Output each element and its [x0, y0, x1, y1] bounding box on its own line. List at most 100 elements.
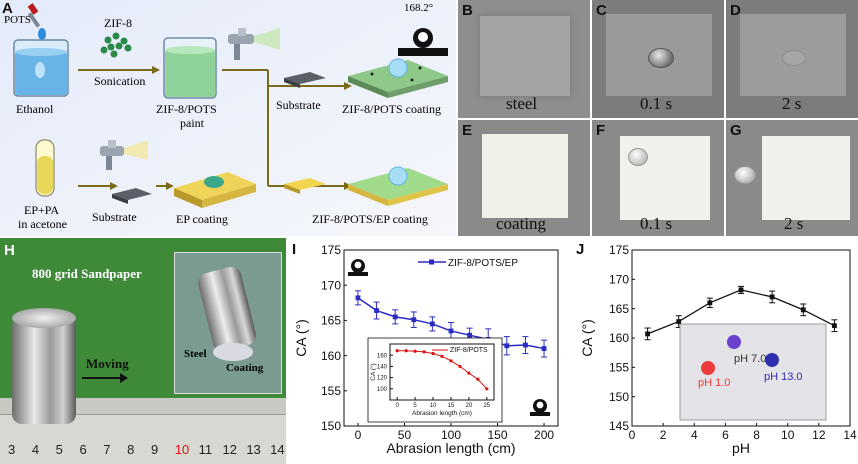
ruler-tick-13: 13 [246, 442, 261, 457]
photo-e-caption: coating [496, 214, 547, 233]
photo-e-label: E [462, 122, 473, 139]
panel-i-label: I [292, 241, 296, 258]
paint-beaker [163, 37, 217, 99]
droplet-ph1 [701, 361, 715, 375]
chart-i-inset-ytick-label-100: 100 [377, 387, 388, 393]
photo-d: D 2 s [726, 0, 858, 118]
chart-i-inset-legend-label: ZIF-8/POTS [450, 347, 488, 354]
chart-j-xtick-label-14: 14 [843, 428, 857, 442]
chart-i-xtick-label-200: 200 [534, 428, 554, 442]
spray-gun-icon-2 [100, 140, 148, 170]
zif8-pots-coating-block [348, 58, 448, 98]
photo-f-label: F [596, 122, 606, 139]
chart-i-inset-xtick-label-20: 20 [466, 403, 473, 409]
ep-pa-tube [35, 139, 55, 197]
droplet-ph7 [727, 335, 741, 349]
chart-i-inset-xtick-label-5: 5 [413, 403, 417, 409]
chart-i-inset-xtick-label-0: 0 [396, 403, 400, 409]
ruler-tick-8: 8 [127, 442, 135, 457]
chart-i-droplet-base-0 [348, 272, 368, 276]
chart-i-inset-point-0 [395, 349, 399, 353]
chart-i-inset-point-9 [476, 377, 480, 381]
chart-j-ytick-label-160: 160 [609, 331, 629, 345]
chart-i-droplet-highlight-1 [536, 401, 544, 409]
chart-i-ytick-label-165: 165 [321, 314, 341, 328]
chart-i-point-6 [467, 332, 473, 338]
chart-i-inset-frame [389, 343, 495, 401]
inset-steel-label: Steel [184, 348, 207, 360]
chart-i-inset-point-4 [431, 351, 435, 356]
chart-i-point-0 [355, 295, 361, 301]
chart-j-ytick-label-165: 165 [609, 302, 629, 316]
chart-j-xtick-label-6: 6 [722, 428, 729, 442]
ruler-tick-12: 12 [222, 442, 237, 457]
dropper-icon [27, 3, 46, 40]
ruler-tick-11: 11 [198, 442, 213, 457]
ethanol-beaker [13, 39, 69, 97]
chart-j-xlabel: pH [732, 440, 750, 456]
chart-i-ytick-label-175: 175 [321, 243, 341, 257]
chart-i-droplet-highlight-0 [354, 261, 362, 269]
chart-i-point-2 [392, 314, 398, 320]
photo-f: F 0.1 s [592, 120, 724, 236]
chart-i-inset-point-7 [458, 364, 462, 368]
chart-j-inset-label-ph1: pH 1.0 [698, 377, 730, 389]
ruler-tick-5: 5 [55, 442, 63, 457]
chart-j-ytick-label-150: 150 [609, 390, 629, 404]
ruler-tick-3: 3 [8, 442, 16, 457]
droplet-contact-angle-icon [398, 28, 448, 56]
chart-j-xtick-label-12: 12 [812, 428, 826, 442]
water-droplet [648, 48, 674, 68]
chart-i-inset-xtick-label-10: 10 [430, 403, 437, 409]
chart-j-xtick-label-0: 0 [629, 428, 636, 442]
chart-i-inset-ylabel: CA (°) [369, 363, 377, 380]
chart-i-inset-point-3 [422, 350, 426, 354]
chart-i-ytick-label-160: 160 [321, 349, 341, 363]
chart-j-ytick-label-155: 155 [609, 361, 629, 375]
ep-pa-label-2: in acetone [18, 217, 67, 231]
sandpaper-title: 800 grid Sandpaper [32, 266, 142, 281]
contact-angle-value: 168.2° [404, 2, 434, 14]
chart-i-point-1 [374, 308, 379, 313]
inset-coating-label: Coating [226, 362, 264, 374]
water-droplet-3 [628, 148, 648, 166]
panel-a-svg [0, 0, 456, 236]
chart-j-xtick-label-8: 8 [753, 428, 760, 442]
photo-e: E coating [458, 120, 590, 236]
chart-i-point-5 [448, 328, 454, 334]
chart-j-ytick-label-175: 175 [609, 243, 629, 257]
photo-f-caption: 0.1 s [640, 214, 673, 233]
chart-i-point-3 [411, 317, 417, 323]
chart-j-point-2 [707, 300, 713, 306]
chart-j-inset-photo [679, 323, 827, 421]
chart-j-xtick-label-10: 10 [781, 428, 795, 442]
chart-i-inset-xlabel: Abrasion length (cm) [412, 410, 472, 417]
ethanol-label: Ethanol [16, 102, 54, 116]
chart-j-point-3 [738, 287, 744, 293]
photo-c-caption: 0.1 s [640, 94, 673, 113]
chart-j-ytick-label-145: 145 [609, 419, 629, 433]
chart-j-xtick-label-2: 2 [660, 428, 667, 442]
water-droplet-4 [734, 166, 756, 184]
substrate-label-2: Substrate [92, 210, 137, 224]
ep-pa-label-1: EP+PA [24, 203, 60, 217]
sonication-label: Sonication [94, 74, 146, 88]
ep-coating-block [174, 172, 256, 208]
zif8-pots-ep-coating-block [348, 166, 448, 206]
chart-i-xtick-label-0: 0 [355, 428, 362, 442]
ruler-tick-7: 7 [103, 442, 111, 457]
moving-arrow-icon [82, 373, 128, 383]
chart-j-point-4 [769, 294, 775, 300]
chart-j-ylabel: CA (°) [579, 319, 595, 357]
chart-i-inset-point-1 [404, 349, 408, 353]
panel-j-label: J [576, 241, 584, 258]
chart-i-inset-point-2 [413, 349, 417, 353]
chart-i-inset-ytick-label-160: 160 [377, 353, 388, 359]
panel-a-schematic: A POTS ZIF-8 Sonication Ethanol ZIF-8/PO… [0, 0, 456, 236]
chart-i-inset-point-6 [449, 359, 453, 363]
chart-i-point-4 [429, 321, 435, 327]
